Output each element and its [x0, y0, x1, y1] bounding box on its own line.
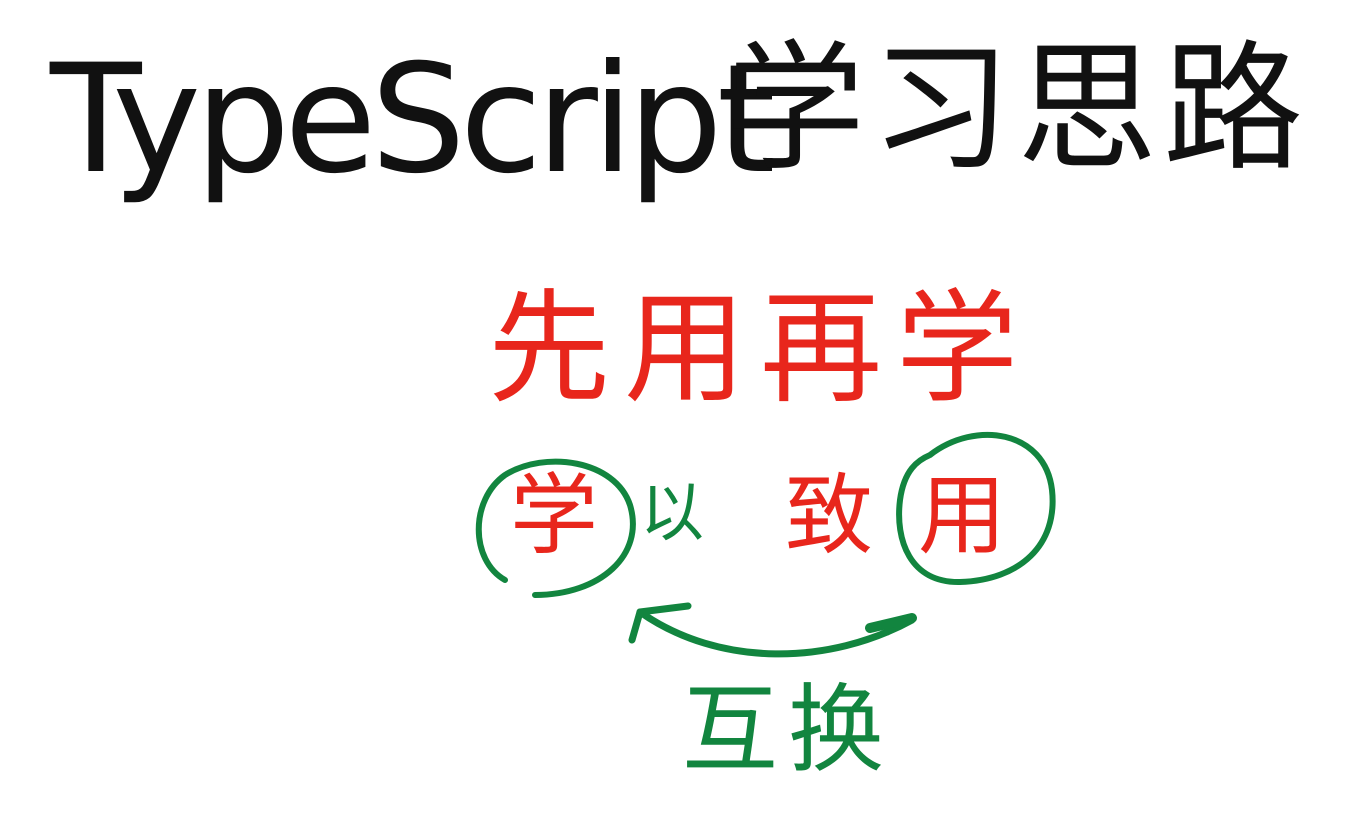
phrase-char-yong: 用	[918, 464, 1007, 567]
swap-arrow-tail-mark	[865, 613, 917, 633]
title-latin: TypeScript	[50, 33, 776, 207]
phrase-char-xue: 学	[510, 464, 599, 567]
phrase-char-zhi: 致	[785, 464, 874, 567]
circle-around-yong	[896, 431, 1056, 586]
swap-arrow-head	[628, 602, 692, 644]
swap-arrow-curve	[636, 608, 916, 658]
phrase-char-yi: 以	[640, 477, 704, 551]
swap-label: 互换	[682, 674, 894, 786]
motto-text: 先用再学	[488, 278, 1032, 420]
circle-around-xue	[475, 458, 636, 598]
title-chinese: 学习思路	[725, 28, 1310, 191]
